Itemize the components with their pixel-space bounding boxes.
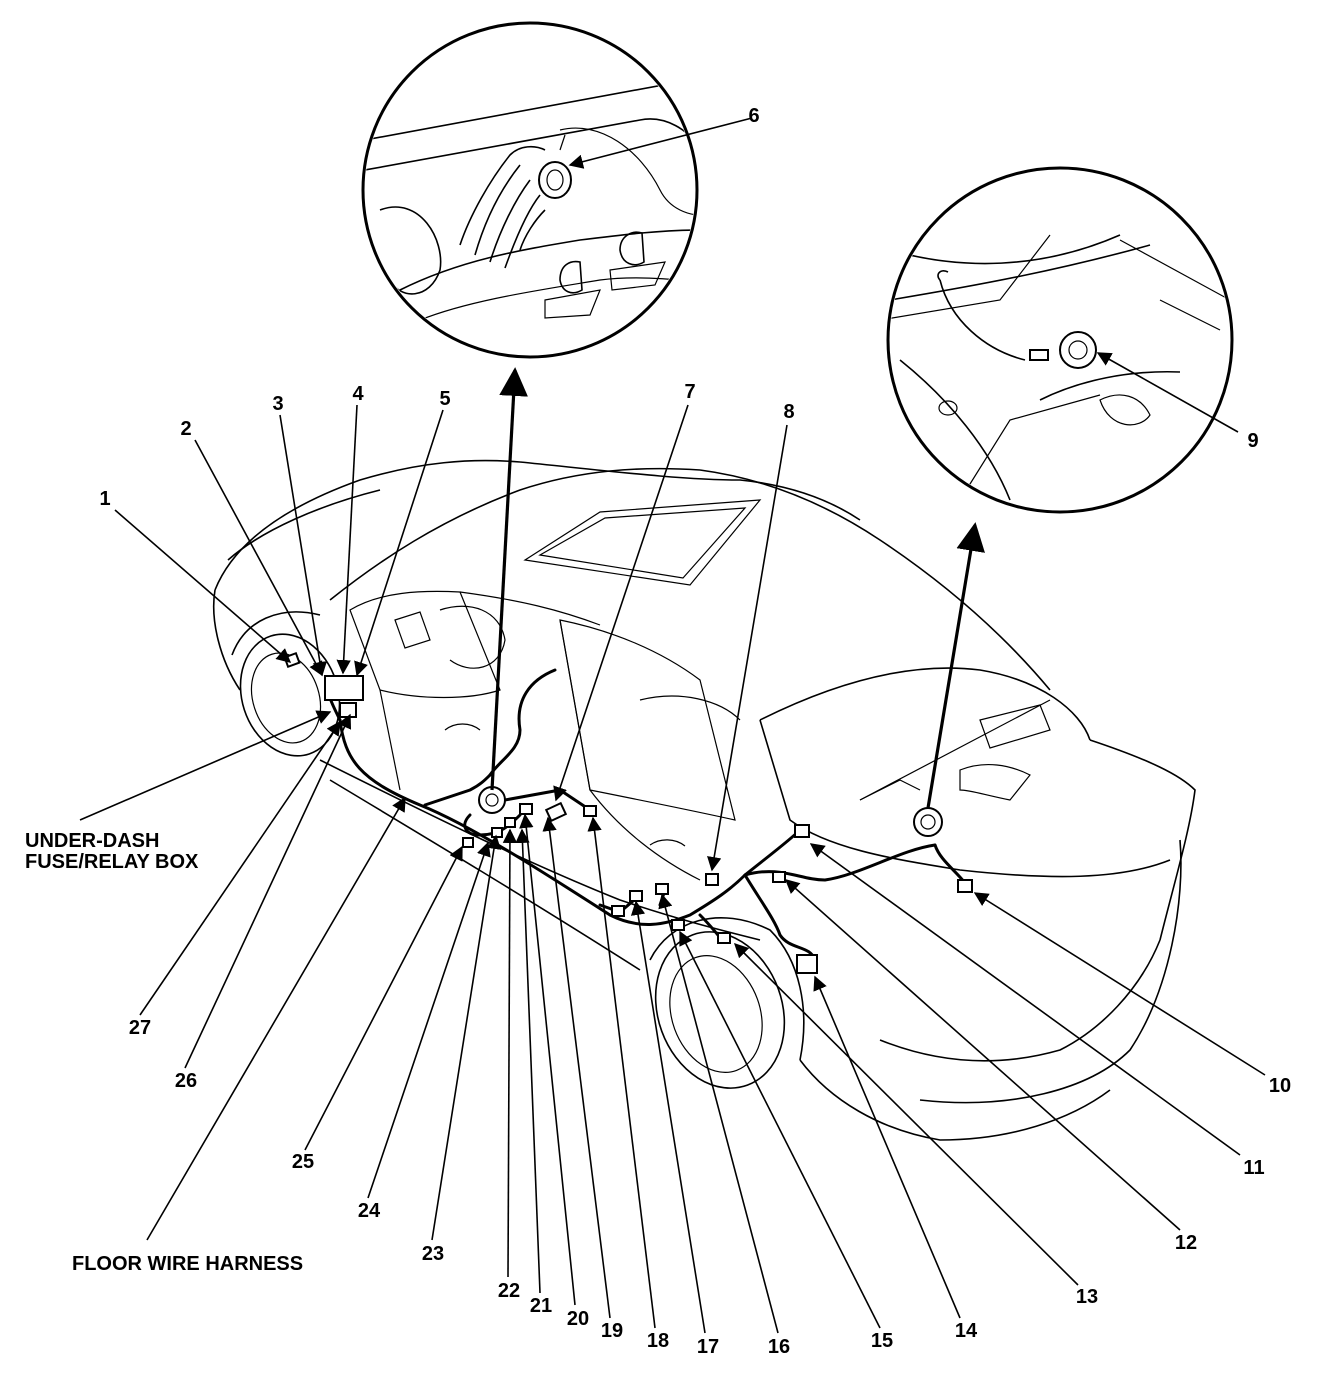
floor-harness	[326, 668, 967, 962]
detail-circle-ground-9	[886, 166, 1234, 514]
callout-4: 4	[352, 383, 364, 405]
callout-5: 5	[439, 388, 450, 410]
callout-6: 6	[748, 105, 759, 127]
callout-15: 15	[871, 1330, 893, 1352]
callout-23: 23	[422, 1243, 444, 1265]
caption-fuse-box-line2: FUSE/RELAY BOX	[25, 851, 199, 873]
callout-2: 2	[180, 418, 191, 440]
callout-20: 20	[567, 1308, 589, 1330]
callout-labels: 1 2 3 4 5 6 7 8 9 10 11 12 13 14 15 16 1…	[99, 105, 1291, 1358]
callout-25: 25	[292, 1151, 314, 1173]
caption-fuse-box-line1: UNDER-DASH	[25, 830, 159, 852]
caption-floor-wire-harness: FLOOR WIRE HARNESS	[72, 1253, 303, 1275]
callout-16: 16	[768, 1336, 790, 1358]
callout-27: 27	[129, 1017, 151, 1039]
callout-12: 12	[1175, 1232, 1197, 1254]
callout-13: 13	[1076, 1286, 1098, 1308]
callout-9: 9	[1247, 430, 1258, 452]
arrow-to-detail-6	[490, 367, 528, 791]
callout-8: 8	[783, 401, 794, 423]
callout-26: 26	[175, 1070, 197, 1092]
connectors	[283, 651, 973, 974]
callout-22: 22	[498, 1280, 520, 1302]
car-body	[212, 459, 1196, 1141]
callout-19: 19	[601, 1320, 623, 1342]
arrow-to-detail-9	[926, 522, 985, 809]
callout-7: 7	[684, 381, 695, 403]
callout-10: 10	[1269, 1075, 1291, 1097]
detail-circle-ground-6	[361, 21, 699, 359]
callout-24: 24	[358, 1200, 381, 1222]
callout-21: 21	[530, 1295, 552, 1317]
callout-14: 14	[955, 1320, 978, 1342]
callout-11: 11	[1243, 1157, 1264, 1179]
callout-1: 1	[99, 488, 110, 510]
callout-leaders	[79, 117, 1266, 1334]
callout-17: 17	[697, 1336, 719, 1358]
callout-3: 3	[272, 393, 283, 415]
callout-18: 18	[647, 1330, 669, 1352]
